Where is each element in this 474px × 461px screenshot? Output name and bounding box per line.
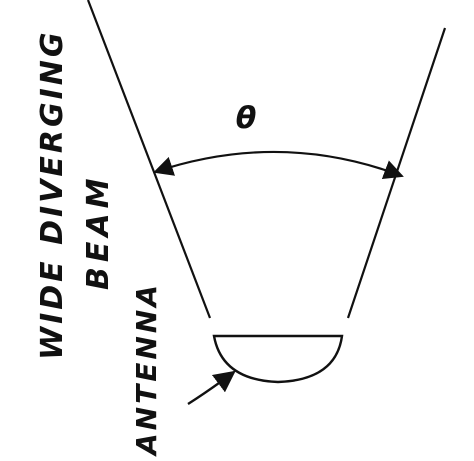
angle-arc <box>153 150 404 179</box>
antenna-pointer-arrow <box>187 370 236 406</box>
title-line-1: WIDE DIVERGING <box>35 30 70 361</box>
title-line-2: BEAM <box>81 174 116 290</box>
angle-label: θ <box>236 101 257 136</box>
antenna-label: ANTENNA <box>130 282 163 457</box>
beam-edge-left <box>86 0 212 319</box>
antenna-dish <box>212 334 344 384</box>
